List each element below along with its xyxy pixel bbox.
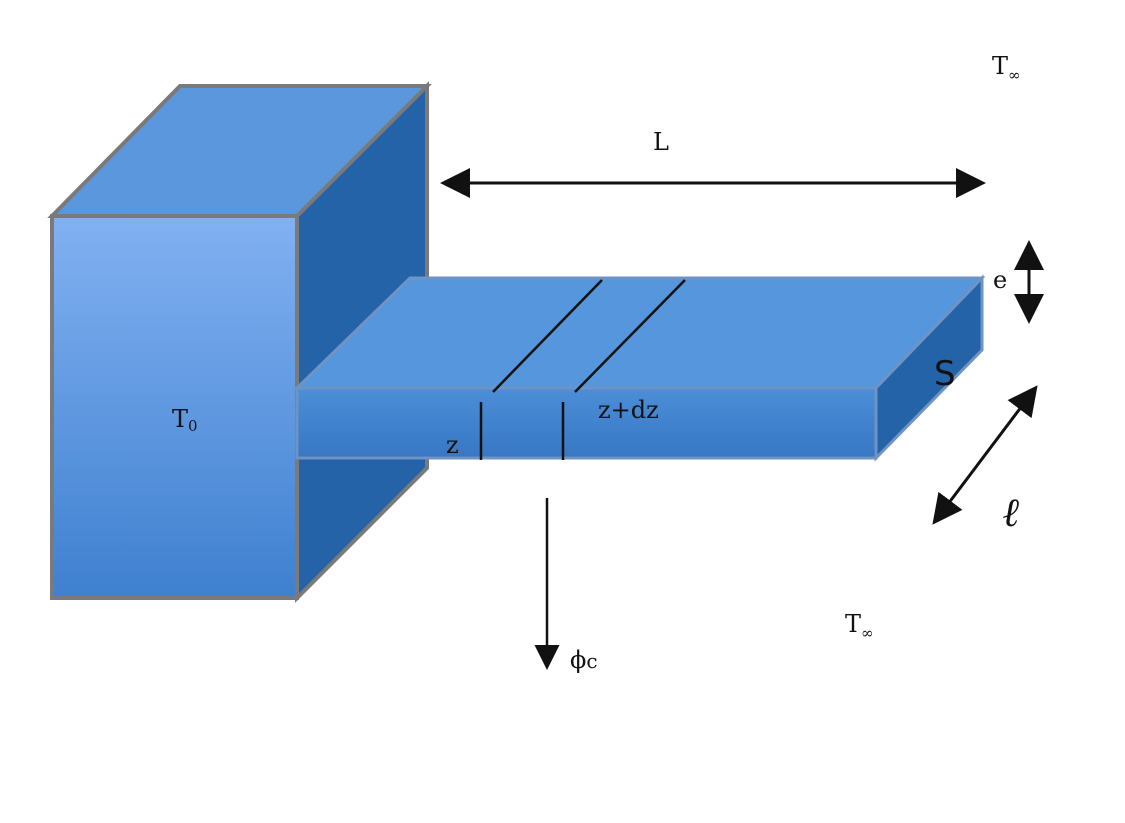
flux-label: ϕc: [570, 646, 598, 674]
base-temperature-label: T0: [172, 405, 198, 435]
base-block-front-face: [50, 214, 299, 600]
width-arrow: [932, 385, 1038, 525]
z-plus-dz-label: z+dz: [598, 396, 659, 424]
slice-line-zdz-top: [574, 279, 686, 393]
fin: [293, 274, 986, 462]
length-label: L: [653, 128, 669, 156]
thickness-label: e: [993, 266, 1007, 294]
z-label: z: [446, 431, 459, 459]
width-label: ℓ: [1003, 489, 1020, 536]
slice-line-z-top: [492, 279, 603, 393]
element-slice-lines: [479, 279, 686, 460]
ambient-temperature-top-label: T∞: [992, 52, 1021, 84]
fin-top-face: [293, 276, 986, 390]
ambient-temperature-bottom-label: T∞: [845, 610, 874, 642]
fin-front-face: [295, 386, 878, 460]
section-label: S: [934, 354, 956, 394]
